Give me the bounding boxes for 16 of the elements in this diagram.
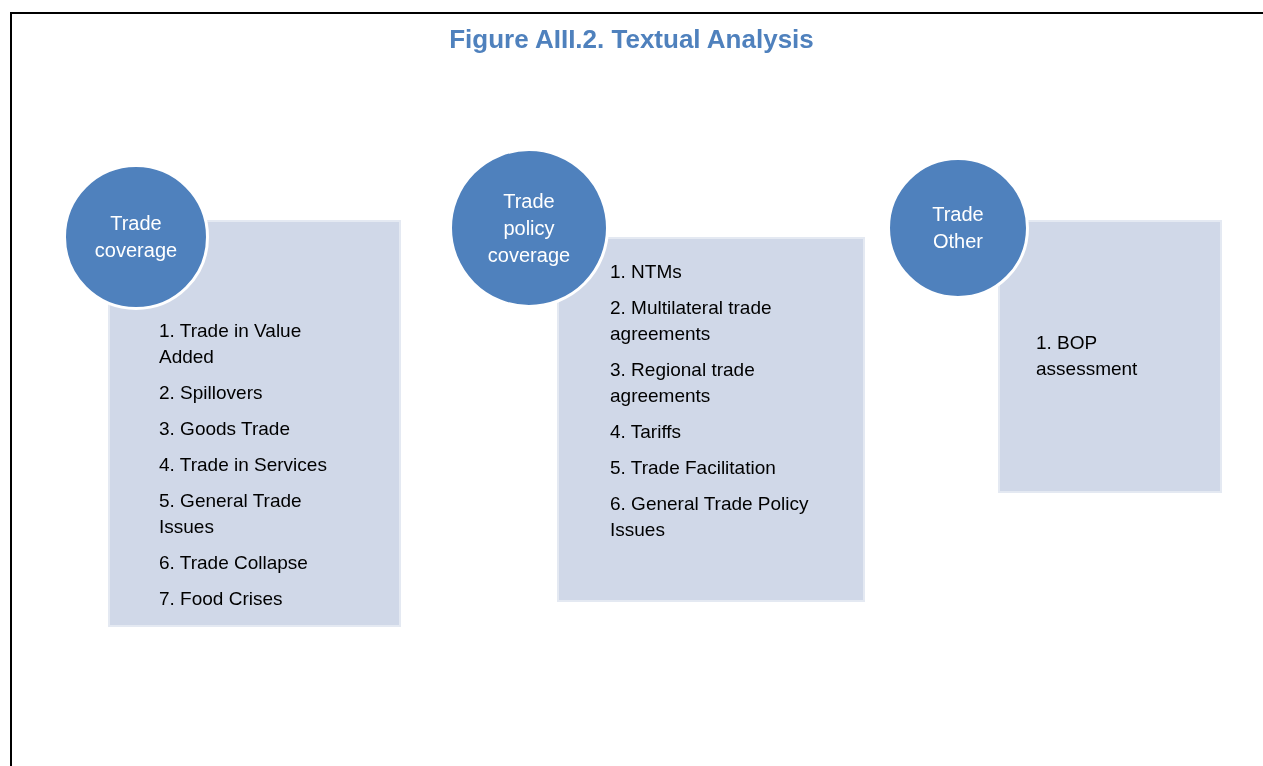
list-box: [998, 220, 1222, 493]
list-item: 1. NTMs: [610, 260, 683, 284]
list-item: 3. Regional trade agreements: [610, 358, 756, 408]
list-item: 1. BOP assessment: [1036, 331, 1139, 381]
list-item: 7. Food Crises: [159, 587, 284, 611]
list-item: 4. Trade in Services: [159, 453, 328, 477]
list-item: 2. Multilateral trade agreements: [610, 296, 773, 346]
list-item: 1. Trade in Value Added: [159, 319, 303, 369]
list-item: 6. Trade Collapse: [159, 551, 309, 575]
list-item: 3. Goods Trade: [159, 417, 291, 441]
list-item: 5. Trade Facilitation: [610, 456, 777, 480]
list-item: 4. Tariffs: [610, 420, 683, 444]
list-item: 6. General Trade Policy Issues: [610, 492, 810, 542]
figure-title: Figure AIII.2. Textual Analysis: [448, 23, 815, 56]
list-item: 2. Spillovers: [159, 381, 264, 405]
list-item: 5. General Trade Issues: [159, 489, 303, 539]
